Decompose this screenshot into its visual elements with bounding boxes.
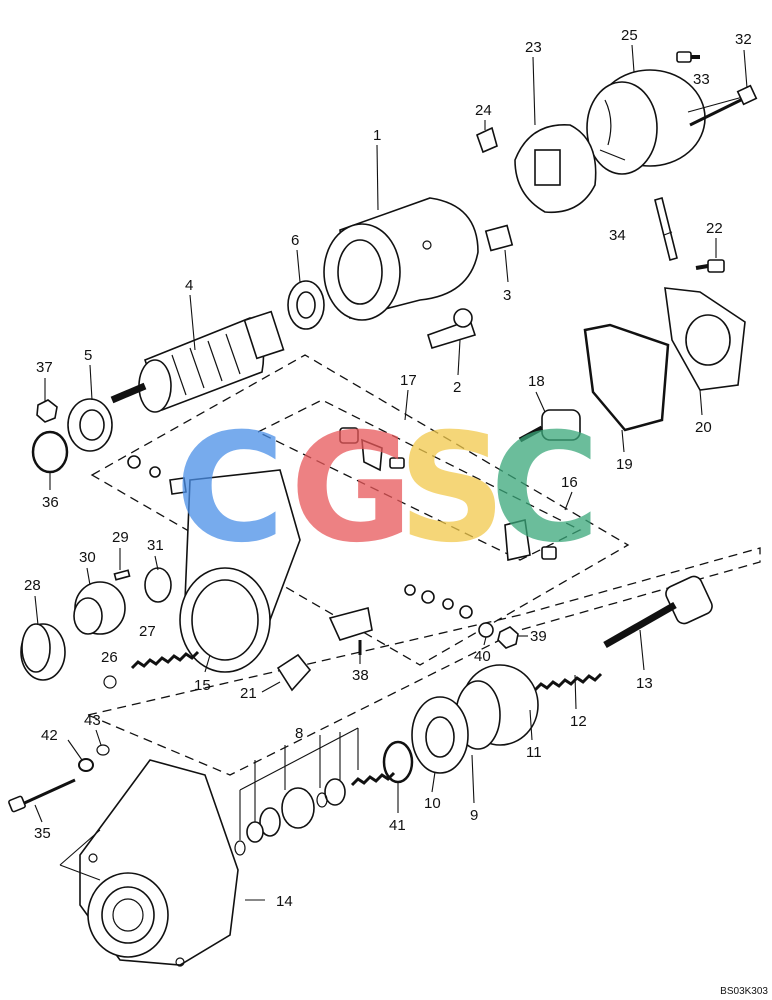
part-25-solenoid-cover <box>586 69 751 175</box>
callout-9: 9 <box>470 807 478 824</box>
callout-11: 11 <box>526 744 542 761</box>
part-24-nut <box>476 126 498 154</box>
watermark-letter-s: S <box>398 402 506 576</box>
part-4-armature <box>110 310 285 413</box>
part-6-bearing <box>287 280 325 330</box>
part-33-screw <box>676 51 700 63</box>
part-21-hose <box>276 653 312 692</box>
part-39-nut <box>497 626 519 649</box>
part-15-center-housing <box>179 469 301 673</box>
callout-18: 18 <box>528 373 545 390</box>
part-42-washer <box>78 758 94 772</box>
callout-25: 25 <box>621 27 638 44</box>
callout-20: 20 <box>695 419 712 436</box>
part-27-spring <box>130 650 200 670</box>
part-22-bolt <box>695 259 725 273</box>
callout-40: 40 <box>474 648 491 665</box>
part-20-cover-plate <box>664 287 746 391</box>
callout-2: 2 <box>453 379 461 396</box>
kit-small-parts <box>127 455 473 619</box>
callout-27: 27 <box>139 623 156 640</box>
callout-38: 38 <box>352 667 369 684</box>
part-38-screw <box>328 607 373 655</box>
callout-3: 3 <box>503 287 511 304</box>
part-23-contact-plate <box>514 124 626 214</box>
callout-23: 23 <box>525 39 542 56</box>
part-5-bearing <box>67 398 113 452</box>
part-43-oring <box>96 744 110 756</box>
part-28-gear <box>20 623 66 681</box>
callout-39: 39 <box>530 628 547 645</box>
part-26-ball <box>103 675 117 689</box>
callout-22: 22 <box>706 220 723 237</box>
callout-5: 5 <box>84 347 92 364</box>
callout-21: 21 <box>240 685 257 702</box>
part-30-roller-clutch <box>73 581 126 635</box>
part-41-ring <box>350 740 414 787</box>
callout-31: 31 <box>147 537 164 554</box>
part-34-plunger-pin <box>654 197 678 261</box>
callout-8: 8 <box>295 725 303 742</box>
callout-29: 29 <box>112 529 129 546</box>
callout-41: 41 <box>389 817 406 834</box>
callout-26: 26 <box>101 649 118 666</box>
callout-labels: 1 2 3 4 5 6 8 9 10 11 12 13 14 15 16 17 … <box>24 27 752 910</box>
callout-42: 42 <box>41 727 58 744</box>
part-40-washer <box>478 622 494 638</box>
reference-code: BS03K303 <box>720 986 768 997</box>
callout-28: 28 <box>24 577 41 594</box>
callout-10: 10 <box>424 795 441 812</box>
callout-1: 1 <box>373 127 381 144</box>
callout-4: 4 <box>185 277 193 294</box>
callout-34: 34 <box>609 227 626 244</box>
kit-outline-16 <box>256 399 582 561</box>
watermark-letter-c2: C <box>490 402 600 576</box>
callout-16: 16 <box>561 474 578 491</box>
part-36-snap-ring <box>31 430 69 474</box>
callout-14: 14 <box>276 893 293 910</box>
watermark-letter-c1: C <box>175 402 285 576</box>
part-8-gear-set <box>234 727 359 856</box>
part-2-terminal <box>427 308 477 349</box>
callout-12: 12 <box>570 713 587 730</box>
callout-6: 6 <box>291 232 299 249</box>
watermark-letter-g: G <box>290 402 413 576</box>
callout-30: 30 <box>79 549 96 566</box>
part-35-bolt <box>8 778 76 813</box>
part-37-nut <box>36 399 58 423</box>
leader-lines <box>59 829 265 901</box>
callout-33: 33 <box>693 71 710 88</box>
part-19-gasket <box>583 323 670 432</box>
part-1-yoke <box>323 197 479 321</box>
callout-35: 35 <box>34 825 51 842</box>
callout-24: 24 <box>475 102 492 119</box>
part-14-drive-housing <box>79 759 239 967</box>
callout-36: 36 <box>42 494 59 511</box>
part-10-bearing <box>411 696 469 774</box>
part-12-spring <box>533 672 603 692</box>
callout-leaders <box>34 44 748 823</box>
callout-43: 43 <box>84 712 101 729</box>
part-13-shaft <box>603 575 713 649</box>
callout-37: 37 <box>36 359 53 376</box>
callout-15: 15 <box>194 677 211 694</box>
part-3-brush <box>484 224 514 252</box>
part-32-bolt <box>689 84 758 127</box>
part-31-washer <box>144 567 172 603</box>
kit-outline-17 <box>90 354 630 666</box>
part-16-contact-set <box>339 427 557 561</box>
callout-17: 17 <box>400 372 417 389</box>
callout-32: 32 <box>735 31 752 48</box>
kit-outline-8 <box>85 547 761 776</box>
callout-13: 13 <box>636 675 653 692</box>
part-29-pin <box>113 569 131 581</box>
watermark: C G S C <box>175 402 600 576</box>
callout-19: 19 <box>616 456 633 473</box>
part-18-switch <box>518 409 581 443</box>
